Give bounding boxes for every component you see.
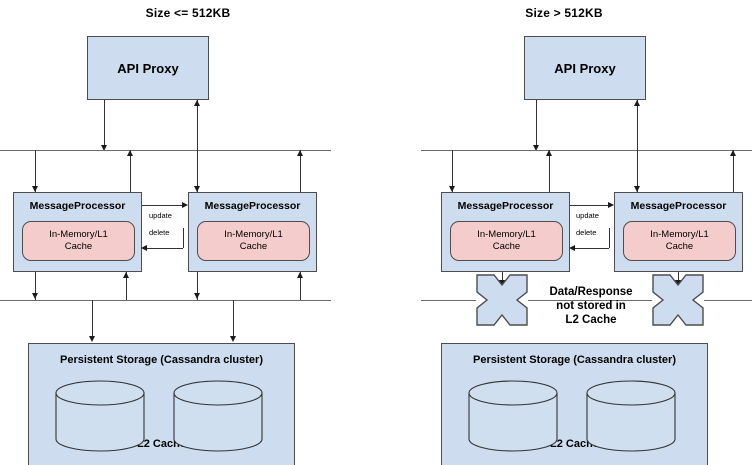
connector-bus-to-mp1-right [452,150,453,192]
lower-bus-line-right-seg3 [704,300,752,301]
arrowhead-delete-left [141,244,147,251]
connector-delete-right [575,248,609,249]
arrowhead-mp1-to-bus-left [126,150,133,156]
connector-delete-left [147,248,183,249]
message-processor-1-label-left: MessageProcessor [29,200,126,212]
cassandra-cylinder-2-left [173,380,263,452]
connector-apiproxy-down-left [104,100,105,148]
api-proxy-label: API Proxy [117,60,179,76]
connector-update-left [142,205,183,206]
arrowhead-mp2-to-bus-left [296,150,303,156]
l1-cache-1-label-right: In-Memory/L1 Cache [477,229,536,252]
connector-apiproxy-up-left [197,100,198,150]
edge-label-delete-right: delete [576,228,597,237]
connector-mp2-to-lowerbus-left [197,272,198,300]
api-proxy-box-right: API Proxy [524,36,646,100]
blocked-note-right: Data/Response not stored in L2 Cache [549,286,633,326]
connector-mp1-to-bus-left [130,150,131,192]
connector-delete-vert-left [183,228,184,248]
arrowhead-bus-to-mp2-right [633,186,640,192]
lower-bus-line-left [0,300,331,301]
edge-label-delete-left: delete [149,228,170,237]
message-processor-2-label-right: MessageProcessor [630,200,727,212]
connector-lowerbus-to-mp1-left [126,272,127,301]
connector-mp1-to-lowerbus-left [35,272,36,300]
arrowhead-bus-to-storage-2-left [229,336,236,342]
api-proxy-box-left: API Proxy [87,36,209,100]
edge-label-update-left: update [149,211,172,220]
message-processor-1-label-right: MessageProcessor [457,200,554,212]
arrowhead-bus-to-mp2-left [193,186,200,192]
arrowhead-lowerbus-to-mp2-left [296,272,303,278]
cassandra-cylinder-1-right [468,380,558,452]
connector-delete-vert-right [609,228,610,248]
panel-size-lte-512kb: Size <= 512KB API Proxy MessageProcessor [0,6,331,465]
message-processor-1-right: MessageProcessor In-Memory/L1 Cache [441,192,570,272]
edge-label-update-right: update [576,211,599,220]
arrowhead-mp2-to-collate-right [674,280,681,286]
persistent-storage-box-left: Persistent Storage (Cassandra cluster) L… [28,343,295,465]
message-processor-1-left: MessageProcessor In-Memory/L1 Cache [13,192,142,272]
arrowhead-apiproxy-down-left [100,145,107,151]
lower-bus-line-right-seg2 [528,300,652,301]
arrowhead-mp2-to-bus-right [729,150,736,156]
connector-update-right [570,205,609,206]
connector-mp2-to-bus-left [300,150,301,192]
api-proxy-label-right: API Proxy [554,60,616,76]
l1-cache-1-left: In-Memory/L1 Cache [22,221,135,261]
cassandra-cylinder-1-left [55,380,145,452]
connector-mp2-to-bus-right [733,150,734,192]
arrowhead-bus-to-mp1-left [31,186,38,192]
top-bus-line-left [0,150,331,151]
arrowhead-update-right [608,201,614,208]
connector-mp2-to-collate-right [678,272,679,284]
lower-bus-line-right-seg1 [421,300,476,301]
blocked-collate-icon-2-right [652,274,704,326]
connector-bus-to-mp2-left [197,150,198,192]
l1-cache-2-left: In-Memory/L1 Cache [197,221,310,261]
arrowhead-mp1-to-lowerbus-left [31,293,38,299]
arrowhead-lowerbus-to-mp1-left [122,272,129,278]
l1-cache-1-label-left: In-Memory/L1 Cache [49,229,108,252]
arrowhead-bus-to-storage-1-left [88,336,95,342]
l1-cache-2-label-left: In-Memory/L1 Cache [224,229,283,252]
arrowhead-bus-to-mp1-right [448,186,455,192]
panel-title-right: Size > 512KB [525,6,603,20]
arrowhead-mp1-to-collate-right [498,280,505,286]
connector-apiproxy-up-right [637,100,638,150]
blocked-collate-icon-1-right [476,274,528,326]
arrowhead-apiproxy-up-right [633,100,640,106]
connector-apiproxy-down-right [536,100,537,148]
connector-bus-to-storage-2-left [233,300,234,337]
message-processor-2-label-left: MessageProcessor [204,200,301,212]
message-processor-2-left: MessageProcessor In-Memory/L1 Cache [188,192,317,272]
connector-bus-to-mp1-left [35,150,36,192]
panel-size-gt-512kb: Size > 512KB API Proxy MessageProcessor [376,0,752,465]
connector-bus-to-mp2-right [637,150,638,192]
top-bus-line-right [421,150,752,151]
arrowhead-apiproxy-up-left [193,100,200,106]
l2-cache-label-left: L2 Cache [137,438,186,450]
l1-cache-2-label-right: In-Memory/L1 Cache [650,229,709,252]
persistent-storage-title-left: Persistent Storage (Cassandra cluster) [60,354,263,366]
persistent-storage-title-right: Persistent Storage (Cassandra cluster) [473,354,676,366]
arrowhead-apiproxy-down-right [532,145,539,151]
l1-cache-2-right: In-Memory/L1 Cache [623,221,736,261]
arrowhead-mp1-to-bus-right [545,150,552,156]
connector-lowerbus-to-mp2-left [300,272,301,301]
panel-title-left: Size <= 512KB [145,6,231,20]
arrowhead-delete-right [569,244,575,251]
connector-mp1-to-collate-right [502,272,503,284]
message-processor-2-right: MessageProcessor In-Memory/L1 Cache [614,192,743,272]
l2-cache-label-right: L2 Cache [550,438,599,450]
connector-mp1-to-bus-right [549,150,550,192]
arrowhead-update-left [182,201,188,208]
cassandra-cylinder-2-right [586,380,676,452]
connector-bus-to-storage-1-left [92,300,93,337]
arrowhead-mp2-to-lowerbus-left [193,293,200,299]
l1-cache-1-right: In-Memory/L1 Cache [450,221,563,261]
persistent-storage-box-right: Persistent Storage (Cassandra cluster) L… [441,343,708,465]
